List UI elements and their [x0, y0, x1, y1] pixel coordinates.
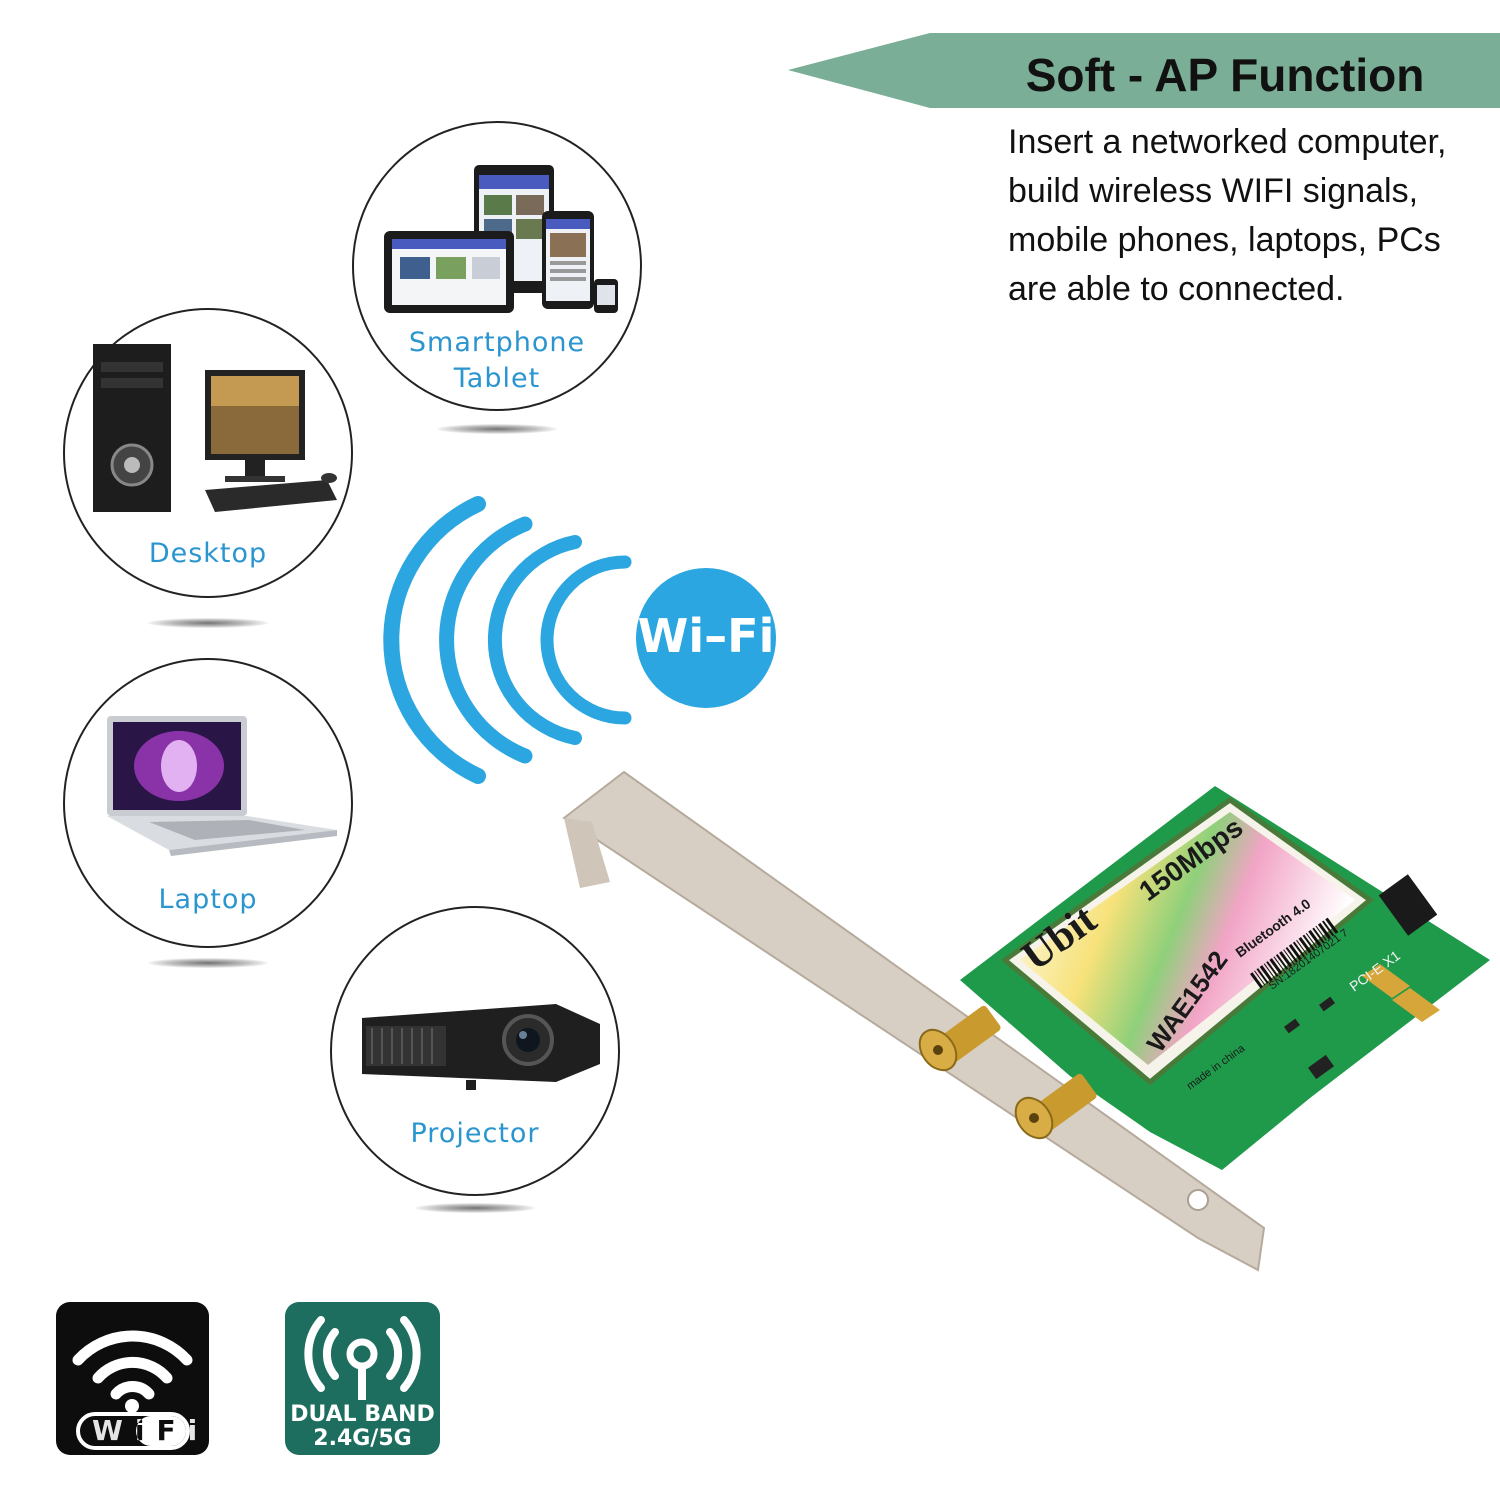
projector-illustration — [362, 1004, 600, 1090]
desktop-circle: Desktop — [63, 308, 353, 598]
desktop-illustration — [93, 344, 337, 512]
desktop-label: Desktop — [148, 538, 268, 569]
description-line: Insert a networked computer, — [1008, 123, 1447, 161]
antenna-connector-1 — [918, 1005, 1001, 1072]
antenna-connector-2 — [1014, 1073, 1097, 1140]
description-line: are able to connected. — [1008, 270, 1345, 308]
dual-band-line2: 2.4G/5G — [313, 1426, 412, 1451]
wifi-icon — [72, 1330, 193, 1450]
wifi-logo: WiFi — [56, 1302, 209, 1455]
laptop-label: Laptop — [158, 884, 258, 915]
smartphone-tablet-illustration — [384, 165, 618, 313]
circle-shadow — [415, 1203, 535, 1213]
page-title: Soft - AP Function — [1025, 49, 1425, 101]
dual-band-logo: DUAL BAND 2.4G/5G — [285, 1302, 440, 1455]
smartphone-tablet-circle: Smartphone Tablet — [352, 121, 642, 411]
title-banner — [788, 33, 1500, 108]
circle-shadow — [148, 618, 268, 628]
wifi-badge-label: Wi–Fi — [637, 609, 775, 663]
dual-band-line1: DUAL BAND — [290, 1402, 435, 1427]
laptop-circle: Laptop — [63, 658, 353, 948]
circle-shadow — [437, 424, 557, 434]
projector-circle: Projector — [330, 906, 620, 1196]
wifi-badge: Wi–Fi — [636, 568, 776, 708]
smartphone-label: Smartphone — [408, 327, 586, 358]
wifi-logo-text: WiFi — [86, 1414, 197, 1448]
feature-description: Insert a networked computer, build wirel… — [1008, 118, 1488, 314]
circle-shadow — [148, 958, 268, 968]
laptop-illustration — [107, 716, 337, 856]
barcode — [1250, 917, 1339, 989]
wifi-signal-arcs — [383, 496, 632, 784]
wifi-logo-wordmark: WiFi — [92, 1414, 210, 1447]
tablet-label: Tablet — [453, 363, 541, 394]
antenna-signal-icon — [304, 1316, 421, 1400]
description-line: build wireless WIFI signals, — [1008, 172, 1419, 210]
description-line: mobile phones, laptops, PCs — [1008, 221, 1441, 259]
projector-label: Projector — [410, 1118, 540, 1149]
pcie-wifi-card: Ubit 150Mbps WAE1542 Bluetooth 4.0 SN:18… — [562, 770, 1490, 1272]
